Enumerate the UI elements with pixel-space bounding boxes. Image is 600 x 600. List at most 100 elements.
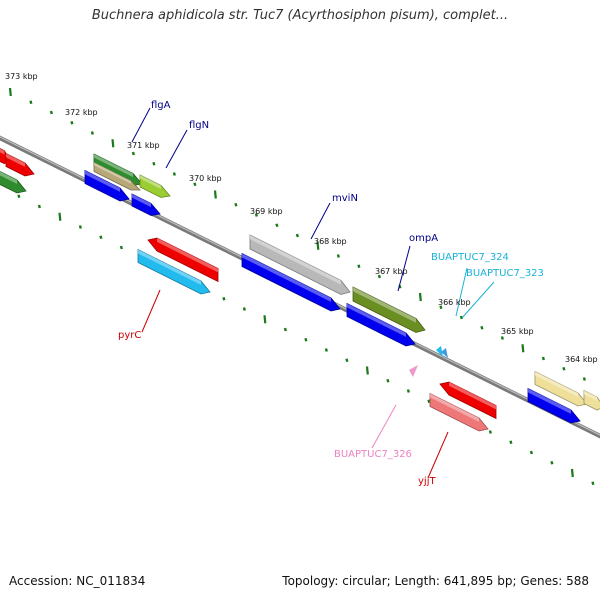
upper-tick: [562, 366, 566, 371]
leader-pyrC: [141, 289, 161, 333]
upper-tick: [377, 274, 381, 279]
gene-mviN-shine: [250, 235, 341, 285]
kbp-label: 368 kbp: [314, 237, 347, 246]
kbp-label: 367 kbp: [375, 267, 408, 276]
leader-flgA: [131, 107, 151, 143]
gene-labels: flgA flgN mviN ompA BUAPTUC7_324BUAPTUC7_323…: [118, 100, 544, 487]
gene-label: mviN: [332, 193, 358, 204]
gene-flgA-mid: [93, 161, 141, 191]
lower-tick: [386, 378, 390, 383]
leader-mviN: [310, 202, 331, 240]
lower-tick: [58, 212, 62, 221]
gene-red-pyrC-shine: [157, 238, 218, 273]
lower-tick: [17, 194, 21, 199]
upper-tick: [193, 182, 197, 187]
leader-BUAPTUC7_323: [461, 281, 495, 319]
kbp-label: 365 kbp: [501, 327, 534, 336]
kbp-label: 372 kbp: [65, 108, 98, 117]
gene-label: BUAPTUC7_326: [334, 449, 412, 460]
gene-label: ompA: [409, 233, 438, 244]
gene-label: flgN: [189, 120, 209, 131]
lower-tick: [570, 468, 574, 478]
gene-flgA-top-shine: [94, 154, 133, 178]
upper-tick: [275, 223, 279, 228]
gene-red-pyrC: [147, 237, 219, 283]
gene-yellow-a: [534, 370, 588, 407]
gene-blue-b: [131, 193, 161, 216]
lower-tick: [283, 327, 287, 332]
lower-tick: [591, 481, 595, 486]
gene-label: pyrC: [118, 330, 141, 341]
upper-tick: [8, 87, 12, 97]
lower-tick: [263, 315, 267, 324]
upper-tick: [336, 254, 340, 258]
gene-label: BUAPTUC7_324: [431, 252, 509, 263]
upper-tick: [541, 356, 545, 361]
upper-tick: [459, 315, 463, 320]
map-title: Buchnera aphidicola str. Tuc7 (Acyrthosi…: [91, 8, 509, 23]
gene-yellow-b-shine: [584, 390, 597, 401]
lower-tick: [406, 389, 410, 393]
gene-blue-right: [527, 387, 581, 424]
leader-ompA: [397, 245, 411, 292]
lower-tick: [529, 450, 533, 455]
gene-red-yjjT-shine: [449, 382, 496, 410]
lower-tick: [99, 235, 103, 240]
upper-tick: [213, 190, 217, 199]
gene-features: [0, 148, 600, 432]
accession-text: Accession: NC_011834: [9, 574, 146, 588]
gene-yellow-b: [583, 389, 600, 411]
lower-tick: [488, 430, 492, 434]
gene-red-yjjT-body: [439, 381, 497, 420]
gene-red-edge-b: [5, 152, 35, 177]
gene-yjjT: [429, 392, 489, 432]
gene-blue-right-shine: [528, 388, 571, 414]
gene-yjjT-shine: [430, 393, 479, 422]
upper-tick: [521, 344, 525, 353]
upper-tick: [49, 110, 53, 115]
gene-blue-mviN-shine: [242, 253, 331, 302]
gene-green-edge: [0, 171, 27, 194]
upper-tick: [357, 264, 361, 269]
upper-tick: [480, 325, 484, 330]
gene-blue-b-shine: [132, 194, 151, 208]
lower-tick: [324, 348, 328, 352]
gene-label: flgA: [151, 100, 171, 111]
gene-red-edge-b-shine: [6, 153, 25, 167]
lower-tick: [119, 245, 123, 250]
gene-green-edge-shine: [0, 171, 17, 184]
label-leaders: [131, 107, 495, 479]
kbp-label: 366 kbp: [438, 298, 471, 307]
lower-tick: [550, 460, 554, 465]
upper-tick: [70, 120, 74, 125]
leader-yjjT: [427, 431, 449, 479]
upper-tick: [152, 161, 156, 166]
gene-pyrC: [137, 248, 211, 295]
gene-red-pyrC-body: [147, 237, 219, 283]
upper-tick: [90, 131, 94, 135]
leader-BUAPTUC7_326: [371, 404, 397, 449]
upper-tick: [316, 241, 320, 250]
kbp-label: 371 kbp: [127, 141, 160, 150]
topology-text: Topology: circular; Length: 641,895 bp; …: [282, 574, 589, 588]
gene-pyrC-shine: [138, 249, 201, 285]
gene-blue-ompA: [346, 302, 416, 347]
gene-flgN-shine: [140, 175, 161, 190]
kbp-label: 370 kbp: [189, 174, 222, 183]
gene-blue-a-shine: [85, 170, 120, 192]
upper-tick: [439, 305, 443, 310]
lower-tick: [427, 399, 431, 404]
gene-mviN: [249, 234, 351, 295]
upper-tick: [418, 292, 422, 302]
upper-tick: [131, 151, 135, 156]
upper-tick: [29, 100, 33, 105]
lower-tick: [509, 440, 513, 445]
gene-flgN: [139, 174, 171, 198]
gene-red-yjjT: [439, 381, 497, 420]
lower-tick: [37, 204, 41, 209]
lower-tick: [222, 296, 226, 301]
kbp-label: 369 kbp: [250, 207, 283, 216]
upper-tick: [111, 139, 115, 148]
gene-label: BUAPTUC7_323: [466, 268, 544, 279]
